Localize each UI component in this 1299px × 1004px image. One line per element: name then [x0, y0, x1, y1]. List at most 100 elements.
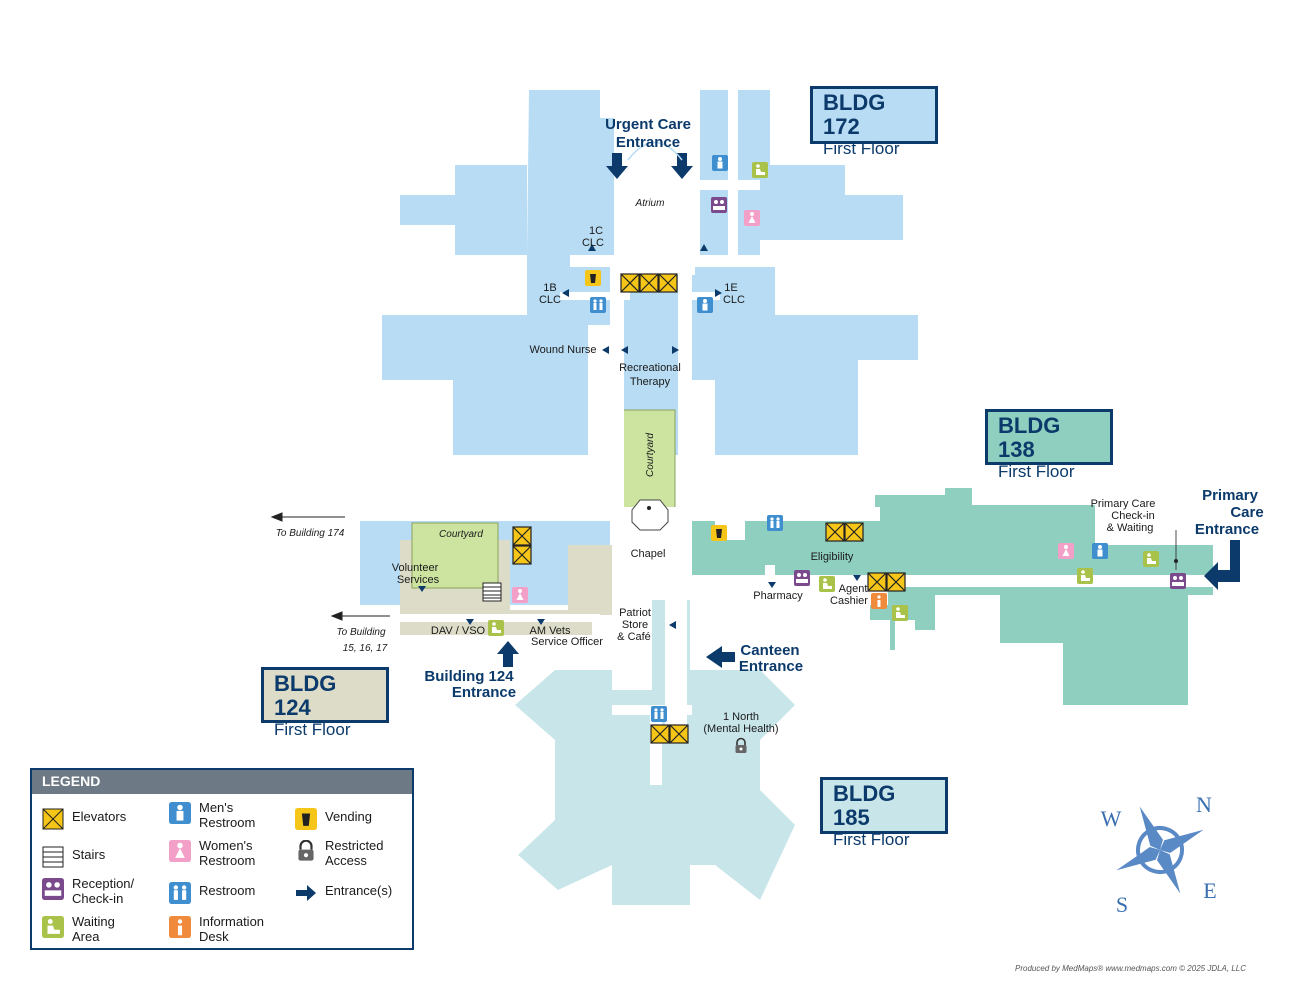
- amvets-label-2: Service Officer: [531, 636, 603, 648]
- mens-restroom-icon: [169, 802, 191, 824]
- legend: LEGEND Elevators Stairs Reception/ Check…: [30, 768, 414, 950]
- dav-vso-label: DAV / VSO: [431, 625, 486, 637]
- stairs-icon: [482, 582, 502, 602]
- chapel-area: [631, 499, 669, 531]
- atrium-arch: [627, 141, 683, 161]
- pharmacy-label: Pharmacy: [753, 590, 803, 602]
- womens-restroom-icon: [744, 210, 760, 226]
- credit-line: Produced by MedMaps® www.medmaps.com © 2…: [1015, 964, 1246, 973]
- elevators-172: [620, 273, 678, 293]
- volunteer-services-label-1: Volunteer: [392, 562, 439, 574]
- compass-e-label: E: [1203, 878, 1216, 903]
- legend-entrance-label: Entrance(s): [325, 883, 393, 898]
- compass-icon: [1116, 806, 1204, 894]
- north1-label-2: (Mental Health): [703, 723, 778, 735]
- womens-restroom-icon: [169, 840, 191, 862]
- elevators-124: [512, 526, 532, 565]
- chapel-label: Chapel: [631, 548, 666, 560]
- waiting-area-icon: [488, 620, 504, 636]
- information-desk-icon: [871, 593, 887, 609]
- building-172-title: BLDG 172: [823, 90, 886, 139]
- reception-icon: [42, 878, 64, 900]
- building-172-floor: First Floor: [823, 139, 900, 158]
- clc-1e-label-1: 1E: [724, 282, 737, 294]
- north1-label-1: 1 North: [723, 711, 759, 723]
- waiting-area-icon: [819, 576, 835, 592]
- legend-info-label-2: Desk: [199, 929, 229, 944]
- wound-nurse-label: Wound Nurse: [529, 344, 596, 356]
- legend-reception-label-1: Reception/: [72, 876, 135, 891]
- canteen-entrance-label-1: Canteen: [740, 642, 799, 659]
- building-172-plate: BLDG 172 First Floor: [810, 86, 938, 158]
- clc-1e-label-2: CLC: [723, 294, 745, 306]
- mens-restroom-icon: [1092, 543, 1108, 559]
- legend-vending-label: Vending: [325, 809, 372, 824]
- building-138-plate: BLDG 138 First Floor: [985, 409, 1113, 481]
- stairs-icon: [42, 846, 64, 868]
- compass-s-label: S: [1116, 892, 1128, 917]
- legend-womens-label-1: Women's: [199, 838, 253, 853]
- legend-womens-label-2: Restroom: [199, 853, 256, 868]
- canteen-entrance-label-2: Entrance: [739, 658, 803, 675]
- urgent-care-entrance-label-1: Urgent Care: [605, 116, 691, 133]
- courtyard-vertical: [622, 409, 676, 511]
- primary-care-checkin-label-1: Primary Care: [1091, 498, 1156, 510]
- waiting-area-icon: [1077, 568, 1093, 584]
- building-185-floor: First Floor: [833, 830, 910, 849]
- waiting-area-icon: [42, 916, 64, 938]
- patriot-store-label-2: Store: [622, 619, 648, 631]
- primary-care-checkin-label-2: Check-in: [1111, 510, 1154, 522]
- building-124-entrance-label-1: Building 124: [424, 668, 514, 685]
- restricted-access-icon: [297, 840, 315, 862]
- atrium-label: Atrium: [635, 198, 665, 209]
- primary-care-checkin-label-3: & Waiting: [1107, 522, 1154, 534]
- to-building-15-label-1: To Building: [336, 627, 386, 638]
- elevators-185: [650, 724, 689, 744]
- legend-restricted-label-1: Restricted: [325, 838, 384, 853]
- elevators-138-cashier: [867, 572, 906, 592]
- reception-icon: [1170, 573, 1186, 589]
- entrance-arrow-icon: [296, 885, 316, 901]
- legend-info-label-1: Information: [199, 914, 265, 929]
- legend-waiting-label-1: Waiting: [72, 914, 115, 929]
- legend-stairs-label: Stairs: [72, 847, 106, 862]
- mens-restroom-icon: [712, 155, 728, 171]
- legend-elevators-label: Elevators: [72, 809, 127, 824]
- map-labels: Urgent Care Entrance Atrium 1C CLC 1B CL…: [276, 116, 1264, 735]
- eligibility-label: Eligibility: [811, 551, 854, 563]
- entrance-arrow-icon: [497, 153, 1240, 668]
- building-124-entrance-label-2: Entrance: [452, 684, 516, 701]
- legend-waiting-label-2: Area: [72, 929, 100, 944]
- waiting-area-icon: [752, 162, 768, 178]
- reception-icon: [794, 570, 810, 586]
- elevator-icon: [42, 808, 64, 830]
- clc-1b-label-1: 1B: [543, 282, 556, 294]
- courtyard-124: [411, 522, 499, 589]
- womens-restroom-icon: [1058, 543, 1074, 559]
- womens-restroom-icon: [512, 587, 528, 603]
- building-138-floorplan: [690, 488, 1213, 705]
- primary-care-entrance-label-3: Entrance: [1195, 521, 1259, 538]
- volunteer-services-label-2: Services: [397, 574, 440, 586]
- building-124-title: BLDG 124: [274, 671, 337, 720]
- legend-mens-label-1: Men's: [199, 800, 234, 815]
- building-185-title: BLDG 185: [833, 781, 896, 830]
- courtyard-vertical-label: Courtyard: [645, 433, 656, 477]
- chapel-dot: [647, 506, 651, 510]
- restroom-icon: [169, 882, 191, 904]
- primary-care-entrance-label-2: Care: [1230, 504, 1263, 521]
- building-138-title: BLDG 138: [998, 413, 1061, 462]
- vending-icon: [711, 525, 727, 541]
- compass-n-label: N: [1196, 792, 1212, 817]
- legend-restricted-label-2: Access: [325, 853, 367, 868]
- patriot-store-label-1: Patriot: [619, 607, 651, 619]
- building-138-floor: First Floor: [998, 462, 1075, 481]
- restroom-icon: [590, 297, 606, 313]
- destination-markers: [418, 244, 861, 629]
- restroom-icon: [651, 706, 667, 722]
- recreational-therapy-label-1: Recreational: [619, 362, 681, 374]
- to-building-15-label-2: 15, 16, 17: [343, 643, 388, 654]
- primary-care-entrance-label-1: Primary: [1202, 487, 1259, 504]
- restroom-icon: [767, 515, 783, 531]
